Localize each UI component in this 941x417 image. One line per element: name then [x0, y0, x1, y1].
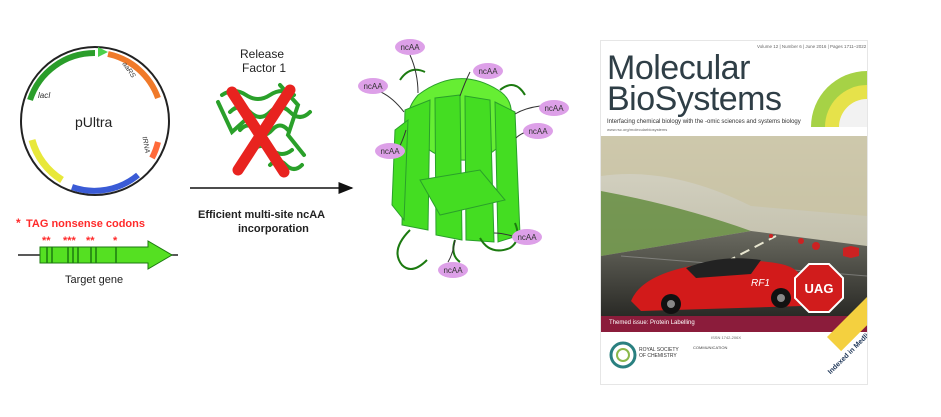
process-arrow: Efficient multi-site ncAA incorporation: [190, 182, 354, 235]
gene-laci: lacI: [38, 91, 51, 100]
communication-label: COMMUNICATION: [693, 345, 728, 350]
trna-mark: [149, 141, 161, 160]
journal-title: Molecular BioSystems: [607, 49, 782, 118]
theme-band: Themed issue: Protein Labelling: [601, 316, 867, 332]
ncaa-bubble: ncAA: [473, 63, 503, 79]
ncaa-label: ncAA: [400, 43, 420, 52]
journal-cover: Volume 12 | Number 6 | June 2016 | Pages…: [600, 40, 868, 385]
ncaa-bubble: ncAA: [395, 39, 425, 55]
rsc-logo-icon: [609, 341, 637, 369]
cover-image: RF1 UAG: [601, 136, 867, 316]
ncaa-bubble: ncAA: [375, 143, 405, 159]
codon-star: **: [86, 235, 95, 247]
cover-subtitle: Interfacing chemical biology with the -o…: [607, 119, 801, 125]
journal-title-line2: BioSystems: [607, 80, 782, 118]
ncaa-label: ncAA: [528, 127, 548, 136]
codon-bars: [46, 247, 117, 263]
cover-url: www.rsc.org/molecularbiosystems: [607, 127, 668, 132]
arrow-caption-line1: Efficient multi-site ncAA: [198, 209, 325, 221]
target-gene-label: Target gene: [65, 274, 123, 286]
issn: ISSN 1742-206X: [711, 335, 742, 340]
ncaa-label: ncAA: [517, 233, 537, 242]
codon-star: **: [42, 235, 51, 247]
diagram-scene: pUltra lacI aaRS tRNA * TAG nonsense cod…: [16, 39, 569, 286]
ncaa-label: ncAA: [544, 104, 564, 113]
promoter-triangle: [98, 47, 108, 57]
plasmid: pUltra lacI aaRS tRNA: [20, 46, 170, 196]
laci-arc: [27, 49, 96, 101]
ncaa-bubble: ncAA: [358, 78, 388, 94]
codon-star: ***: [63, 235, 77, 247]
cover-meta: Volume 12 | Number 6 | June 2016 | Pages…: [757, 44, 867, 49]
car-script: RF1: [751, 278, 770, 289]
codon-stars: ** *** ** *: [42, 235, 118, 247]
rf1-cross: [226, 84, 296, 178]
codon-star: *: [113, 235, 118, 247]
ncaa-labels: ncAA ncAA ncAA ncAA ncAA ncAA ncAA ncAA: [358, 39, 569, 278]
target-gene-group: * TAG nonsense codons ** *** ** * Target…: [16, 216, 178, 286]
ncaa-bubble: ncAA: [539, 100, 569, 116]
ncaa-label: ncAA: [443, 266, 463, 275]
ncaa-bubble: ncAA: [512, 229, 542, 245]
arrow-caption-line2: incorporation: [238, 223, 309, 235]
yellow-arc: [28, 138, 64, 183]
journal-title-line1: Molecular: [607, 49, 750, 87]
release-factor-line1: Release: [240, 47, 284, 61]
cover-corner-graphic: [811, 71, 867, 127]
release-factor-line2: Factor 1: [242, 61, 286, 75]
codons-title: TAG nonsense codons: [26, 218, 145, 230]
theme-text: Themed issue: Protein Labelling: [609, 320, 695, 326]
ncaa-bubble: ncAA: [523, 123, 553, 139]
release-factor-group: Release Factor 1: [216, 47, 312, 178]
plasmid-name: pUltra: [75, 114, 113, 130]
blue-arc: [71, 172, 140, 194]
stop-sign-text: UAG: [805, 281, 834, 296]
stop-sign: [794, 263, 844, 313]
aars-arc: [107, 51, 161, 100]
gene-trna: tRNA: [141, 136, 151, 154]
publisher-name: ROYAL SOCIETY OF CHEMISTRY: [639, 347, 679, 359]
ncaa-label: ncAA: [380, 147, 400, 156]
ncaa-label: ncAA: [363, 82, 383, 91]
gfp-protein: ncAA ncAA ncAA ncAA ncAA ncAA ncAA ncAA: [358, 39, 569, 278]
ncaa-label: ncAA: [478, 67, 498, 76]
target-gene-arrow: [39, 240, 173, 270]
codon-star-legend: *: [16, 216, 21, 230]
ncaa-bubble: ncAA: [438, 262, 468, 278]
